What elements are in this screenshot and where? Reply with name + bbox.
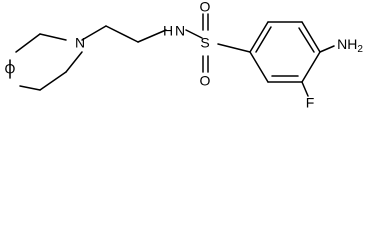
bond <box>298 27 315 53</box>
bond <box>81 25 107 41</box>
nitrogen-ring-atom: N <box>75 35 85 51</box>
bond <box>39 71 67 91</box>
sulfonamide-group <box>185 13 251 73</box>
benzene-ring <box>249 21 321 83</box>
bond <box>185 29 203 39</box>
bond <box>301 81 309 97</box>
bond <box>249 51 269 83</box>
bond <box>255 26 272 53</box>
bond <box>217 43 251 53</box>
morpholine-ring <box>9 33 83 91</box>
bond <box>301 21 321 53</box>
oxygen-ring-atom: O <box>5 61 16 77</box>
oxygen-bottom-atom: O <box>200 73 211 89</box>
bond <box>319 45 335 53</box>
nh-nitrogen-atom: N <box>175 23 185 39</box>
bond <box>137 29 167 43</box>
bond <box>15 33 41 53</box>
fluorine-atom: F <box>306 95 315 111</box>
amino-group-label: NH2 <box>337 36 363 55</box>
oxygen-top-atom: O <box>200 0 211 15</box>
bond <box>39 33 67 41</box>
bond <box>105 25 139 43</box>
bond <box>249 21 269 53</box>
bond <box>19 85 41 91</box>
sulfur-atom: S <box>200 35 209 51</box>
bond <box>301 51 321 83</box>
ethyl-linker <box>81 25 167 43</box>
molecule-structure-diagram: O N H N S O O NH2 F <box>5 0 364 111</box>
nh-hydrogen-atom: H <box>163 23 173 39</box>
bond <box>65 51 83 73</box>
